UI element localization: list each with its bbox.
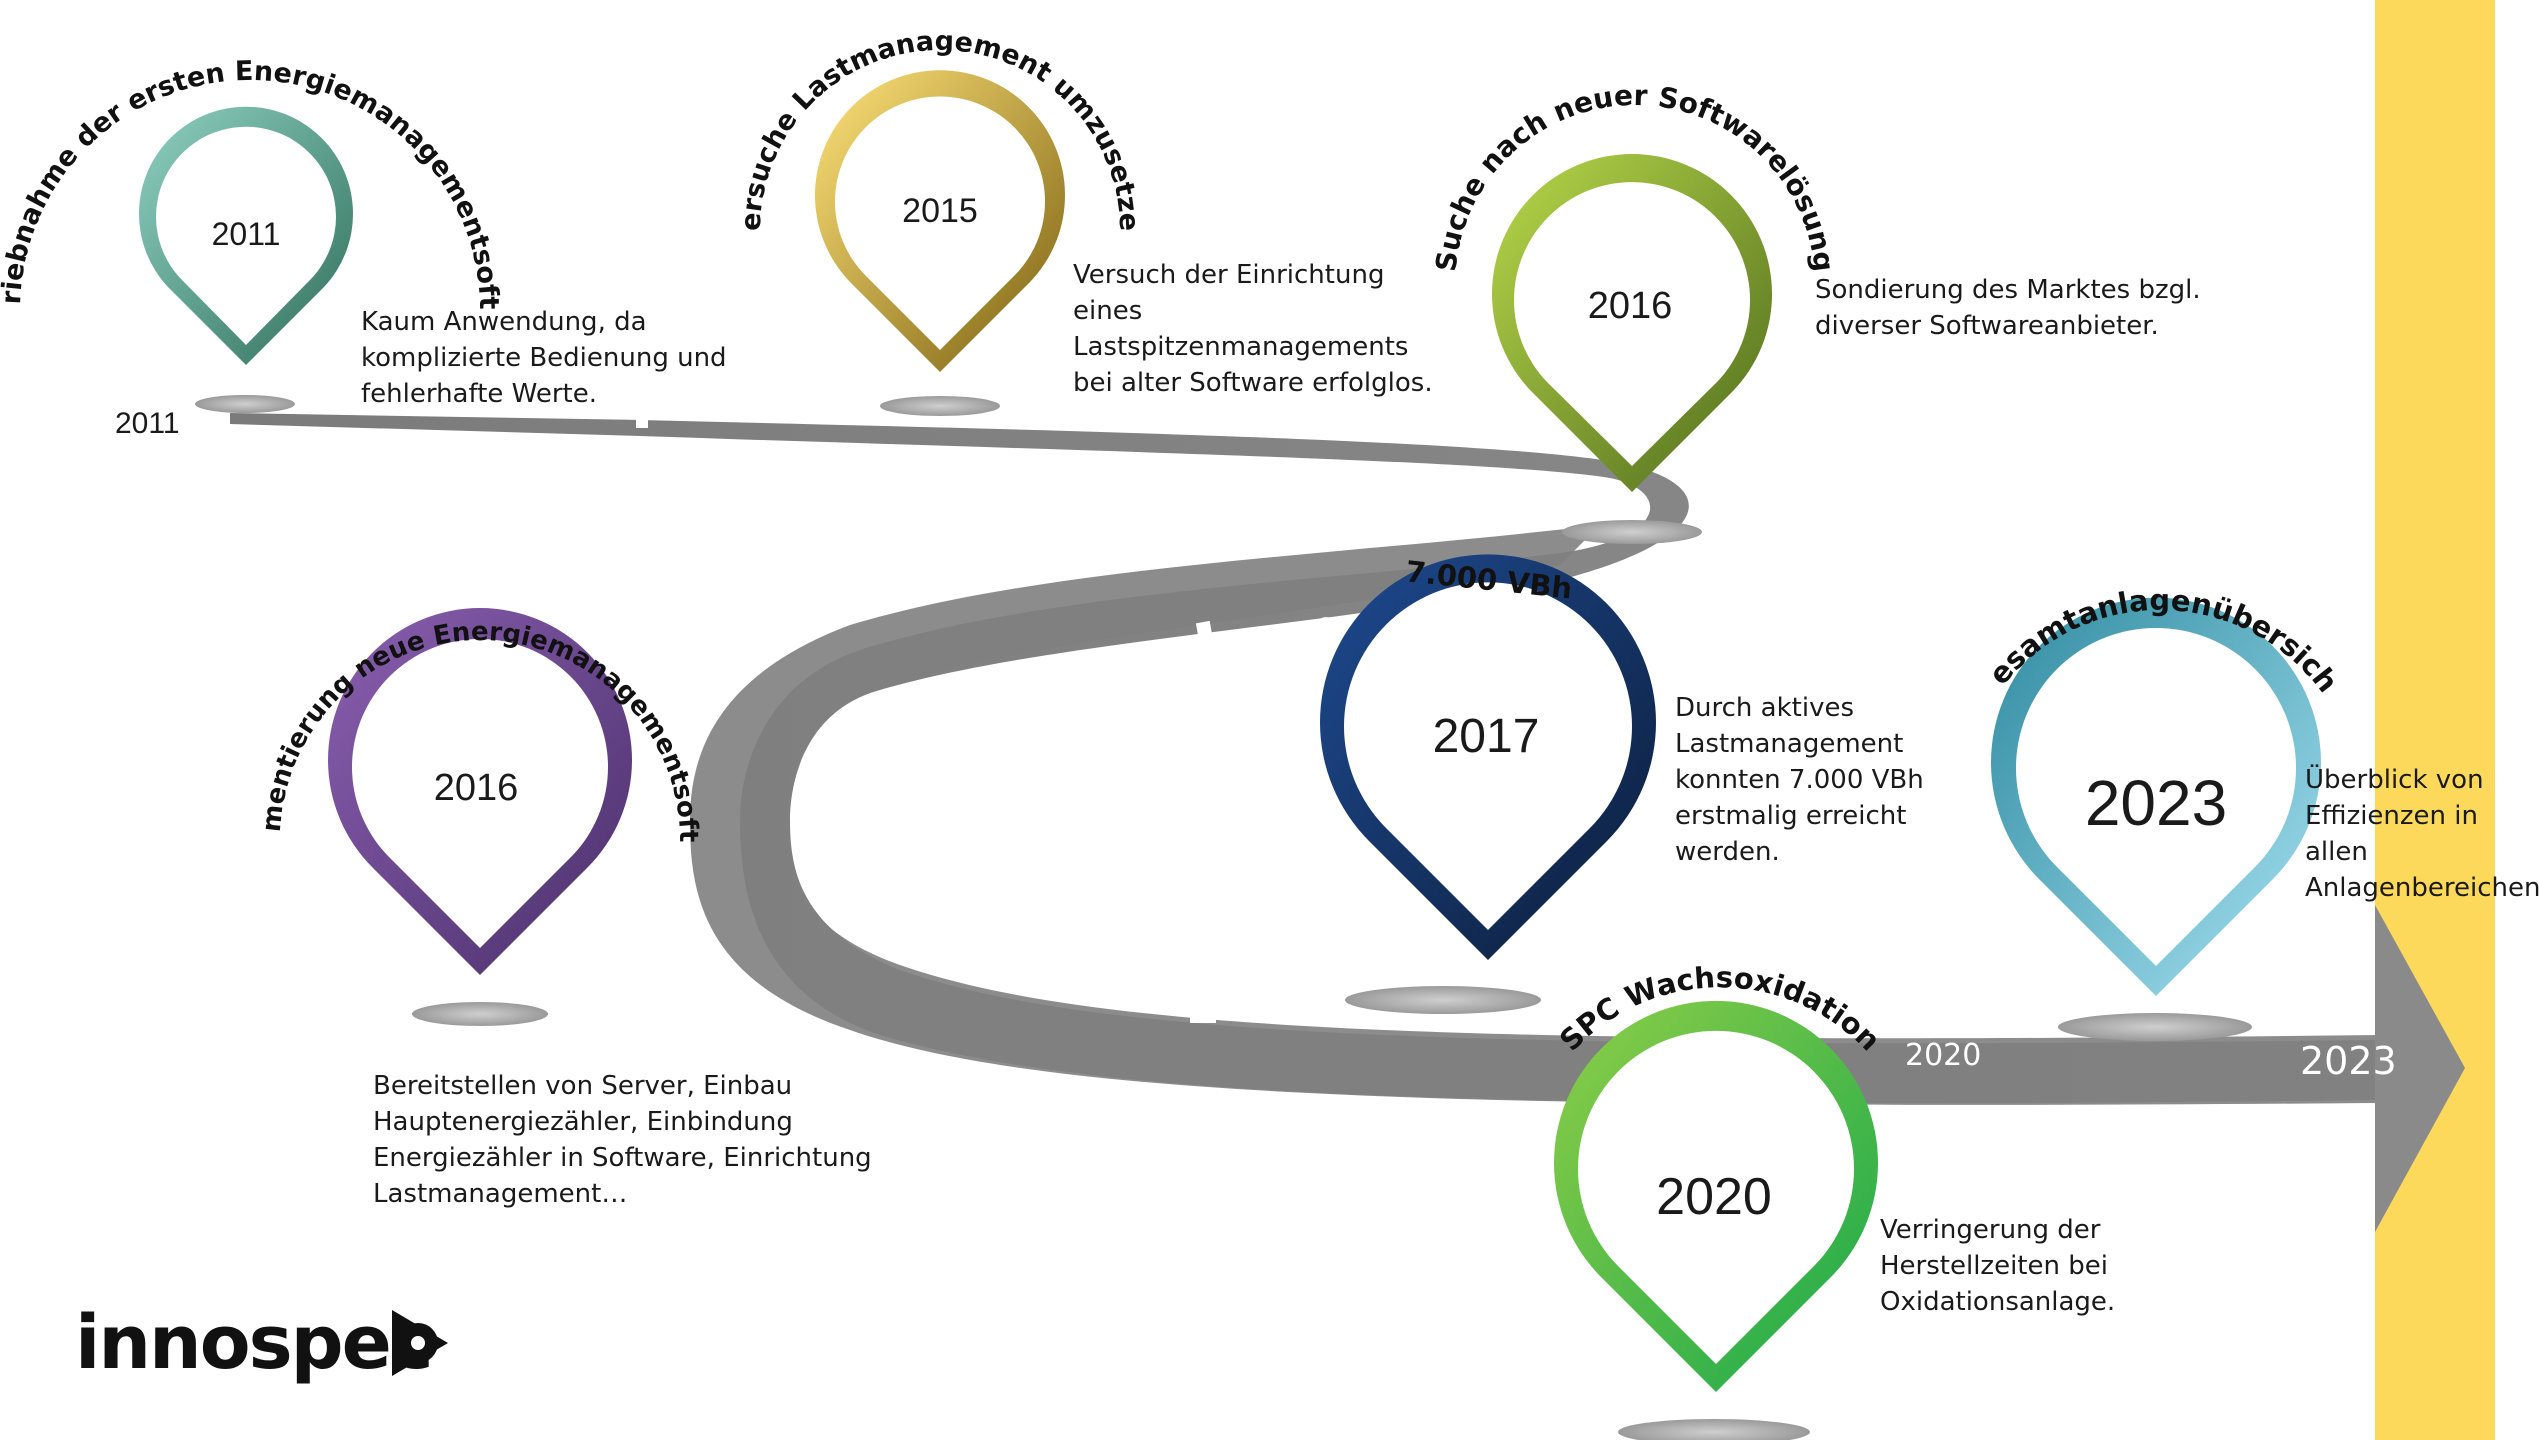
pin-year: 2016	[434, 767, 519, 809]
milestone-pin-2011: 2011	[139, 106, 353, 366]
pin-year: 2016	[1588, 285, 1673, 327]
pin-year: 2020	[1656, 1168, 1772, 1226]
road-year-label: 2023	[2300, 1039, 2397, 1083]
milestone-description: Kaum Anwendung, da komplizierte Bedienun…	[361, 307, 727, 409]
milestone-pin-2016-implementation: 2016	[327, 608, 632, 975]
pin-shadow	[1618, 1419, 1810, 1440]
road-tick	[1190, 1008, 1216, 1023]
road-tick	[636, 418, 648, 428]
pin-year: 2011	[212, 216, 281, 252]
timeline-road-sweep	[690, 525, 2380, 1105]
timeline-arrow-head	[2375, 905, 2465, 1232]
pin-year: 2023	[2085, 767, 2227, 839]
accent-bar	[2375, 0, 2495, 1440]
milestone-description: Bereitstellen von Server, Einbau Haupten…	[373, 1071, 872, 1209]
milestone-description: Überblick von Effizienzen in allen Anlag…	[2305, 765, 2539, 903]
milestone-description: Durch aktives Lastmanagement konnten 7.0…	[1675, 693, 1924, 867]
pin-shadow	[2058, 1013, 2252, 1041]
logo-wordmark: innospec	[75, 1300, 432, 1386]
innospec-logo: innospec	[75, 1300, 448, 1386]
milestone-pin-2017: 2017	[1320, 554, 1656, 960]
milestone-pin-2020: 2020	[1554, 1000, 1878, 1392]
pin-year: 2017	[1433, 710, 1540, 763]
milestone-pin-2016-search: 2016	[1491, 154, 1772, 493]
milestone-pin-2015: 2015	[815, 70, 1065, 372]
pin-shadow	[1345, 986, 1541, 1014]
milestone-description: Verringerung der Herstellzeiten bei Oxid…	[1880, 1215, 2116, 1317]
pin-year: 2015	[902, 192, 978, 230]
road-tick	[1195, 620, 1213, 639]
road-year-label: 2020	[1905, 1038, 1981, 1073]
pin-shadow	[195, 395, 295, 413]
milestone-description: Versuch der Einrichtung eines Lastspitze…	[1073, 260, 1433, 398]
pin-shadow	[1562, 520, 1702, 544]
milestone-description: Sondierung des Marktes bzgl. diverser So…	[1815, 275, 2201, 341]
road-year-label: 2011	[115, 407, 180, 440]
road-year-label: 2017	[1244, 985, 1320, 1020]
logo-arrow-icon	[392, 1310, 448, 1376]
pin-shadow	[412, 1002, 548, 1026]
milestone-pin-2023: 2023	[1990, 597, 2321, 996]
pin-shadow	[880, 396, 1000, 416]
